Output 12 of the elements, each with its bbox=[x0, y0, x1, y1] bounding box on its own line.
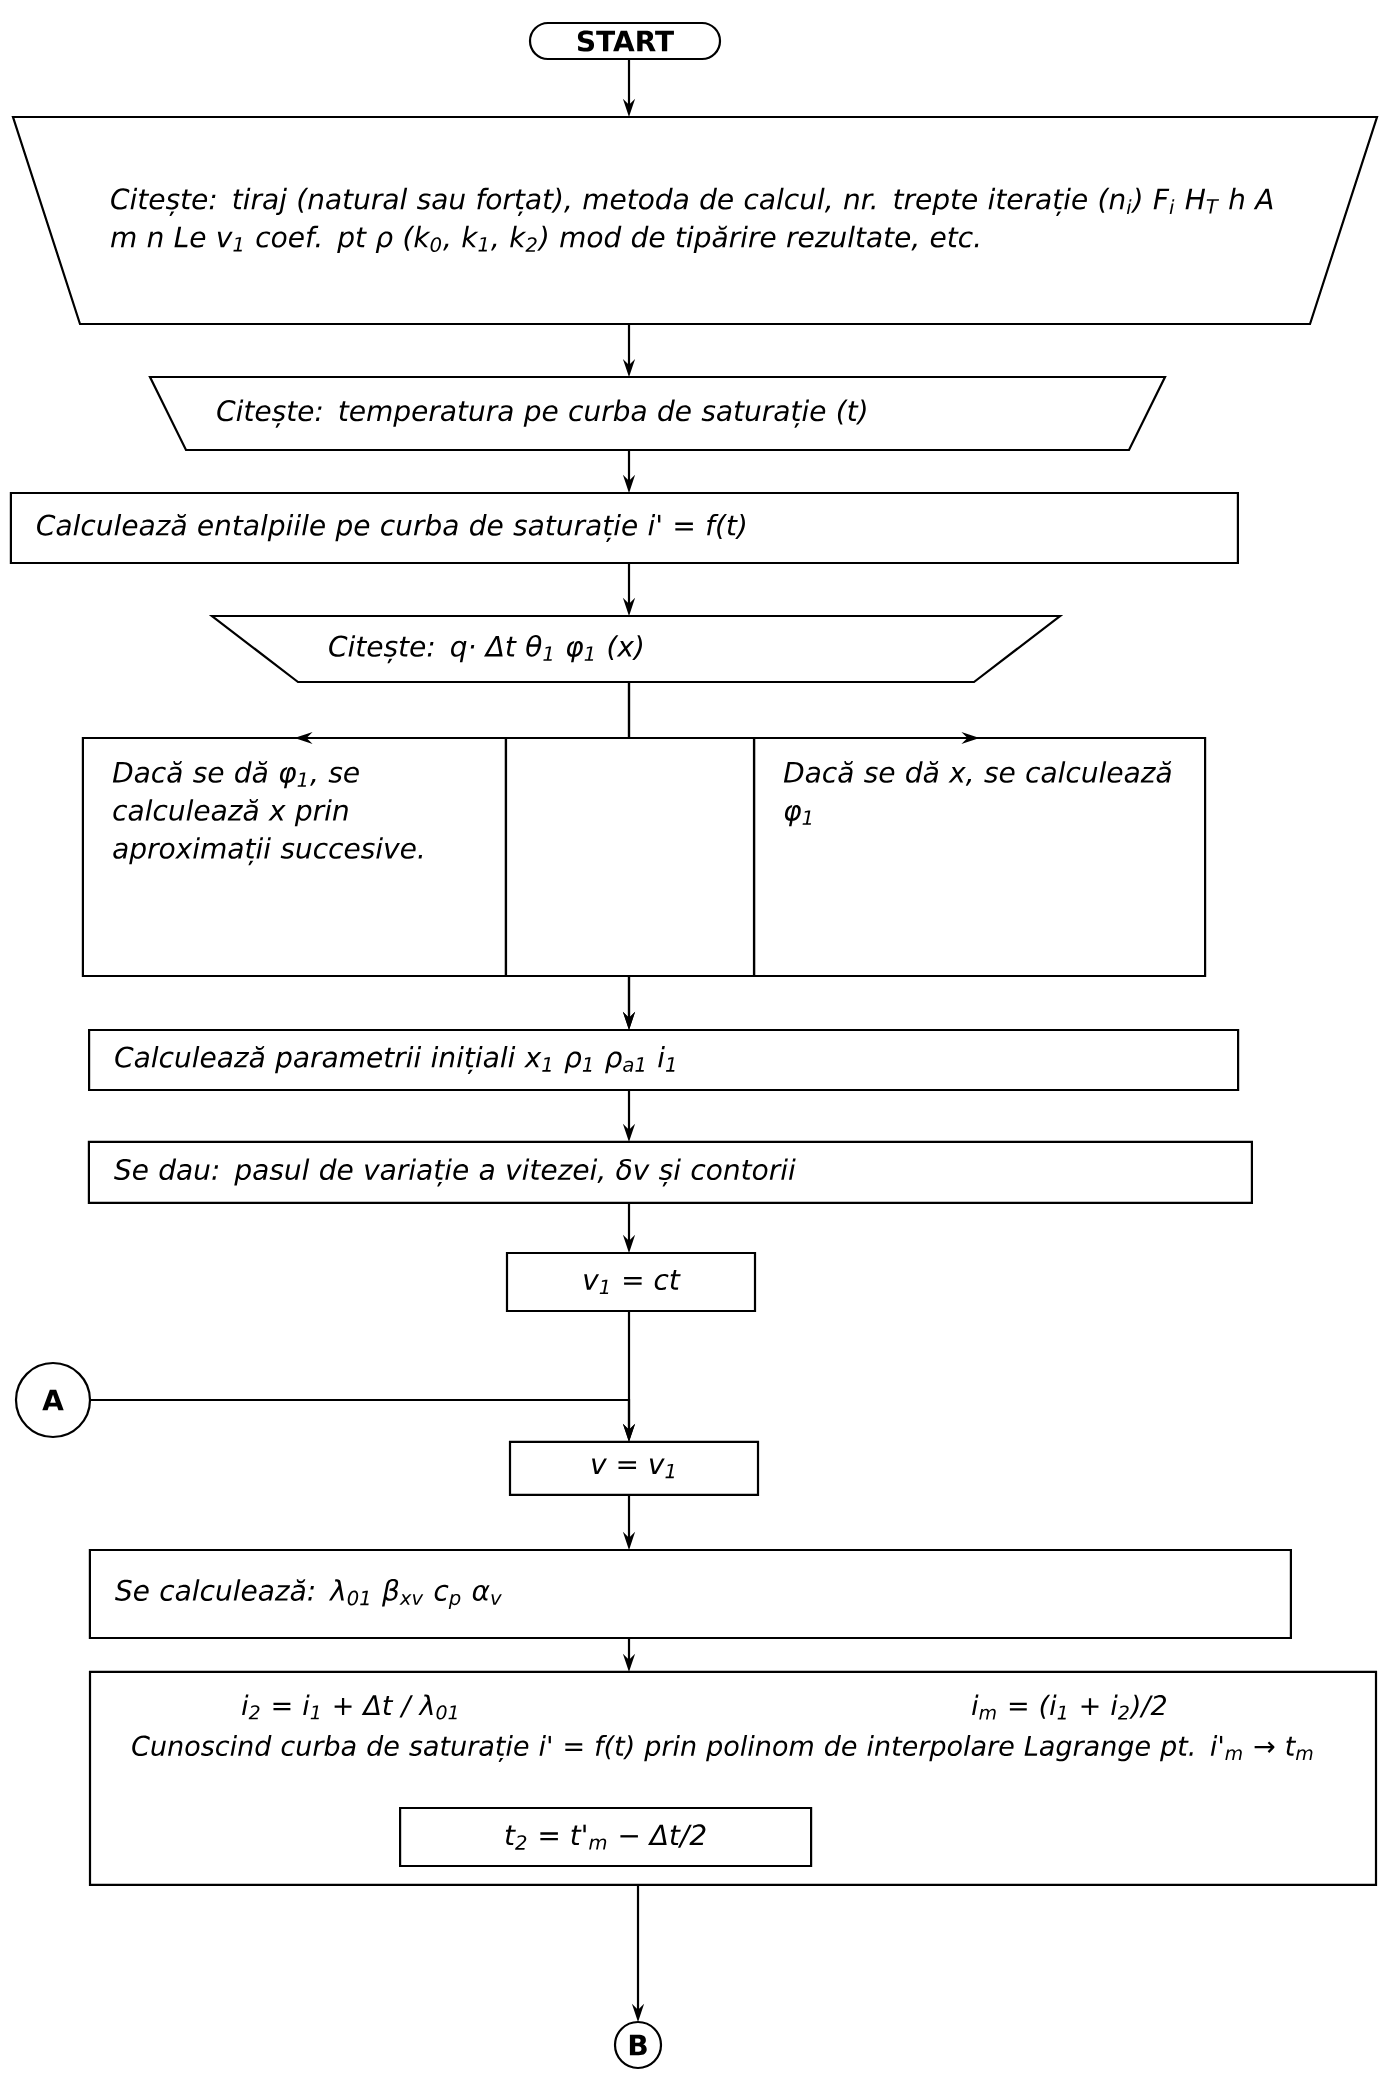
input-trapezoid: Citește: tiraj (natural sau forțat), metoda de calcul, nr. trepte iterație (n$_{i}$) F$_{i}$ H$_{T}$ h A m n Le v$_{1}$ coef. pt ρ (k$_{0}$, k$_{1}$, k$_{2}$) mod de tipărire rezultate, etc. bbox=[11, 115, 1379, 326]
process-box: Calculează entalpiile pe curba de saturație i' = f(t) bbox=[9, 491, 1239, 565]
process-box: Dacă se dă φ$_{1}$, se calculează x prin aproximații succesive. bbox=[81, 736, 507, 978]
process-box: v = v$_{1}$ bbox=[508, 1440, 760, 1496]
input-trapezoid: Citește: temperatura pe curba de saturație (t) bbox=[148, 375, 1167, 452]
process-box: t$_{2}$ = t'$_{m}$ − Δt/2 bbox=[399, 1806, 813, 1868]
start-terminal: START bbox=[528, 21, 722, 61]
process-box: Dacă se dă x, se calculează φ$_{1}$ bbox=[753, 736, 1207, 978]
process-box: Calculează parametrii inițiali x$_{1}$ ρ$_{1}$ ρ$_{a1}$ i$_{1}$ bbox=[88, 1028, 1240, 1092]
process-box: Se calculează: λ$_{01}$ β$_{xv}$ c$_{p}$ α$_{v}$ bbox=[88, 1548, 1292, 1640]
process-box: Se dau: pasul de variație a vitezei, δv și contorii bbox=[87, 1140, 1253, 1204]
process-box: v$_{1}$ = ct bbox=[505, 1251, 757, 1313]
